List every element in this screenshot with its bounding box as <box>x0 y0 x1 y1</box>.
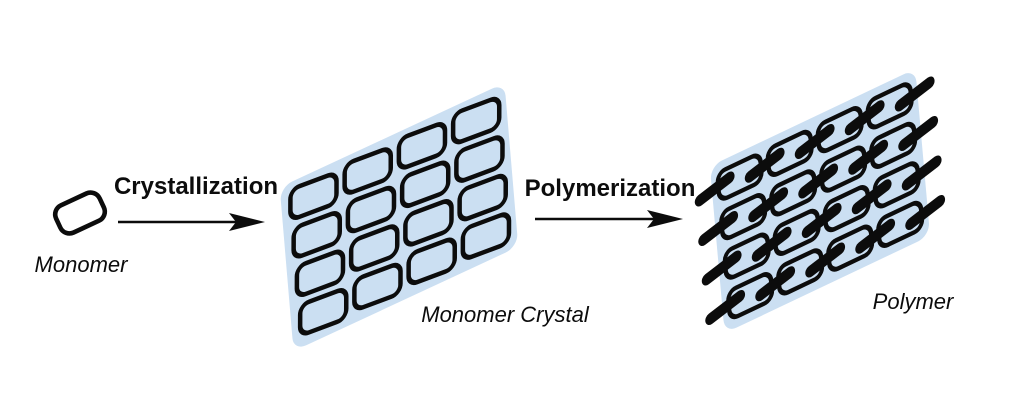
polymer-chains <box>694 76 946 325</box>
monomer-crystal-figure <box>280 87 518 347</box>
polymerization-label: Polymerization <box>525 175 696 202</box>
polymerization-step: Polymerization <box>525 175 696 228</box>
polymerization-arrow-head <box>647 210 683 228</box>
polymer-panel <box>710 73 929 329</box>
polymer-label: Polymer <box>873 289 955 314</box>
monomer-crystal-lattice <box>288 96 512 336</box>
monomer-label: Monomer <box>35 252 130 277</box>
monomer-figure: Monomer <box>35 190 130 277</box>
crystallization-step: Crystallization <box>114 173 278 231</box>
polymer-figure <box>694 73 946 329</box>
crystallization-label: Crystallization <box>114 173 278 200</box>
crystallization-arrow-head <box>229 213 265 231</box>
monomer-crystal-label: Monomer Crystal <box>421 302 590 327</box>
monomer-shape <box>52 190 108 236</box>
